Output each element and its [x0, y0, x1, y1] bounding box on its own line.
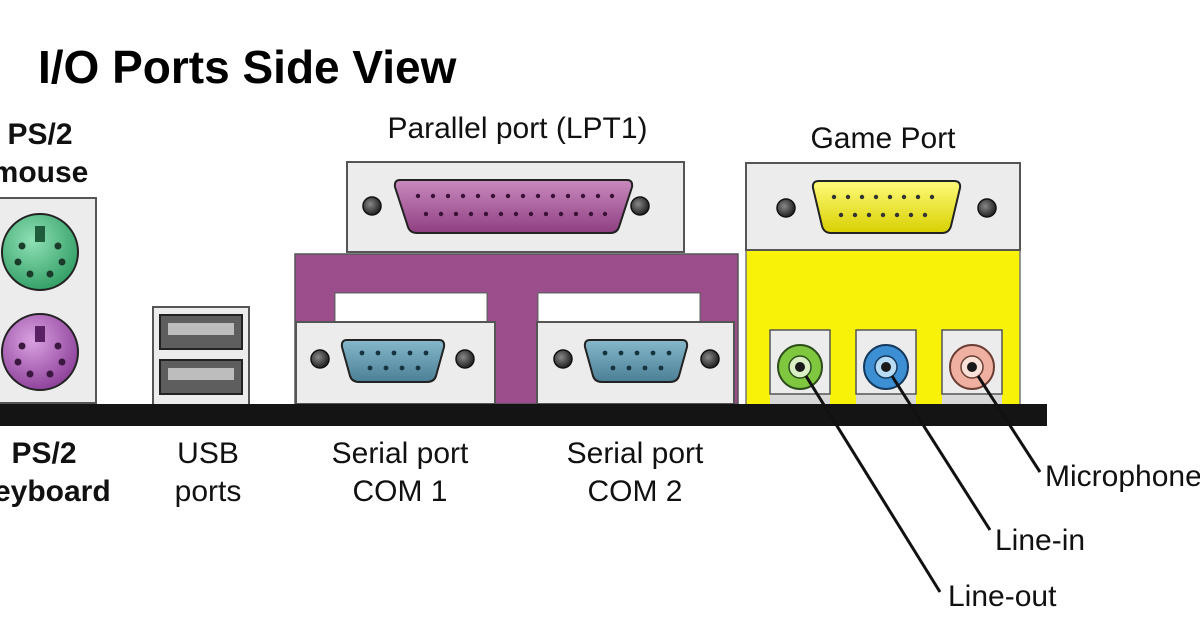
line-out-leader [804, 375, 942, 593]
usb-port-top [159, 314, 243, 350]
parallel-port-panel [346, 161, 685, 253]
ps2-mouse-label-line2: mouse [0, 156, 89, 189]
ps2-panel [0, 197, 97, 404]
microphone-jack [941, 329, 1003, 395]
line-in-jack [855, 329, 917, 395]
ps2-mouse-connector [1, 213, 79, 291]
ps2-mouse-label-line1: PS/2 [7, 118, 73, 151]
line-out-label: Line-out [948, 580, 1057, 613]
serial-com2-label: Serial port COM 2 [535, 435, 735, 511]
parallel-port-label: Parallel port (LPT1) [387, 112, 648, 145]
usb-label: USB ports [148, 435, 268, 511]
serial-com2-connector [583, 339, 689, 383]
serial-com2-label-line1: Serial port [566, 437, 704, 470]
game-port-label: Game Port [810, 122, 956, 155]
parallel-port-connector [393, 179, 634, 234]
ps2-keyboard-label-line1: PS/2 [11, 437, 77, 470]
ps2-keyboard-label: PS/2 keyboard [0, 435, 118, 511]
usb-panel [152, 306, 250, 406]
microphone-leader [976, 375, 1042, 473]
serial-com1-label-line1: Serial port [331, 437, 469, 470]
usb-label-line1: USB [177, 437, 239, 470]
diagram-title: I/O Ports Side View [38, 41, 457, 93]
line-in-leader [890, 375, 992, 531]
serial-com1-label-line2: COM 1 [352, 475, 448, 508]
base-bar [0, 404, 1047, 426]
usb-port-bottom [159, 359, 243, 395]
game-port-connector [811, 180, 962, 234]
serial-com1-label: Serial port COM 1 [300, 435, 500, 511]
audio-leader-lines [804, 375, 1042, 593]
ps2-keyboard-connector [1, 313, 79, 391]
game-port-panel [745, 162, 1021, 251]
serial-com2-label-line2: COM 2 [587, 475, 683, 508]
ps2-keyboard-label-line2: keyboard [0, 475, 111, 508]
serial-com1-connector [340, 339, 446, 383]
ps2-mouse-label: PS/2 mouse [0, 116, 100, 192]
usb-label-line2: ports [174, 475, 242, 508]
line-out-jack [769, 329, 831, 395]
serial-com2-panel [536, 321, 735, 405]
microphone-label: Microphone [1045, 460, 1200, 493]
serial-com1-panel [295, 321, 496, 405]
line-in-label: Line-in [995, 524, 1086, 557]
